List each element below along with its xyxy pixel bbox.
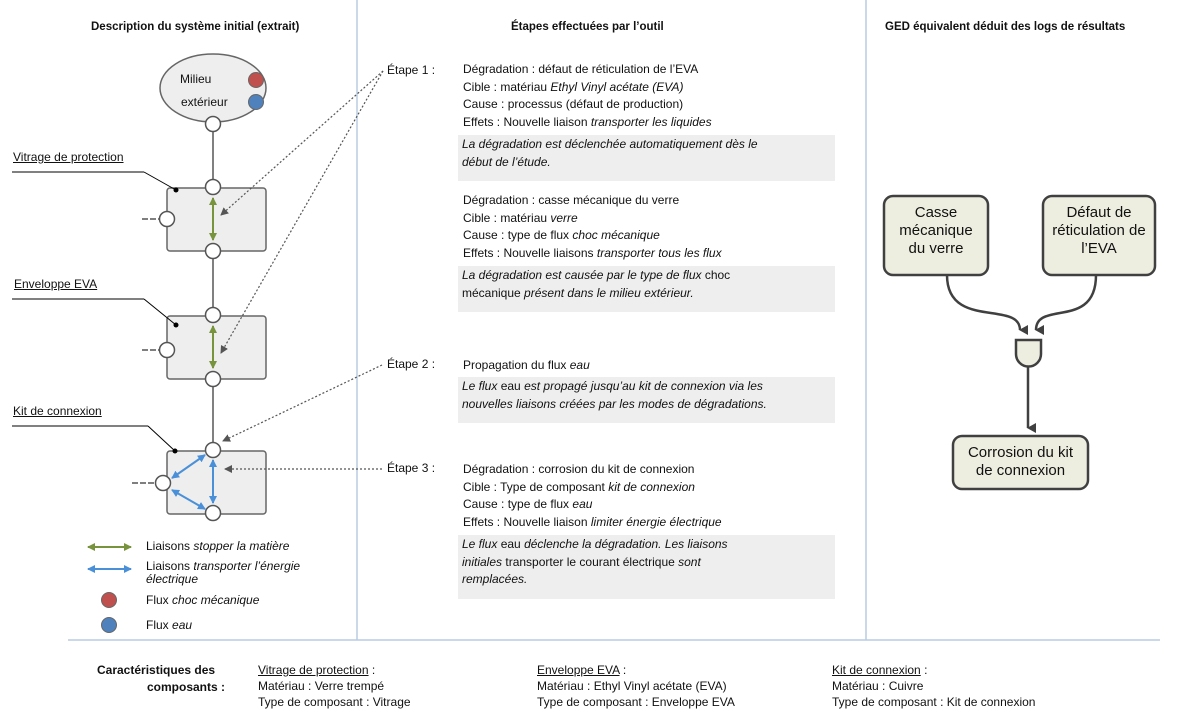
components-title-1: Caractéristiques des [97, 663, 216, 677]
step2-arrow [222, 364, 383, 442]
blue-link-1 [171, 454, 206, 479]
kit-component-box [166, 450, 267, 515]
step3-label: Étape 3 : [387, 461, 436, 475]
enveloppe-component-box [166, 315, 267, 380]
step3-note: Le flux eau déclenche la dégradation. Le… [458, 535, 835, 599]
flux-choc-mecanique-dot [248, 72, 264, 88]
step1-label: Étape 1 : [387, 63, 436, 77]
milieu-label-2: extérieur [181, 95, 228, 109]
header-right: GED équivalent déduit des logs de résult… [885, 21, 1126, 33]
milieu-label-1: Milieu [180, 72, 212, 86]
legend-red-text: Flux choc mécanique [146, 593, 260, 607]
step2-details: Propagation du flux eau [463, 358, 590, 372]
enveloppe-label: Enveloppe EVA [14, 277, 98, 291]
legend-blue-dot [101, 617, 117, 633]
component-enveloppe: Enveloppe EVA : Matériau : Ethyl Vinyl a… [537, 663, 735, 709]
step2-label: Étape 2 : [387, 357, 436, 371]
component-vitrage: Vitrage de protection : Matériau : Verre… [258, 663, 411, 709]
vitrage-label: Vitrage de protection [13, 150, 124, 164]
step1-note: La dégradation est déclenchée automatiqu… [458, 135, 835, 181]
ged-node-corrosion-text: Corrosion du kit de connexion [967, 444, 1074, 479]
step1-details-2: Dégradation : casse mécanique du verre C… [463, 193, 722, 260]
step1-arrow-vitrage [220, 70, 384, 216]
vitrage-component-box [166, 187, 267, 252]
legend-red-dot [101, 592, 117, 608]
flux-eau-dot [248, 94, 264, 110]
component-kit: Kit de connexion : Matériau : Cuivre Typ… [832, 663, 1036, 709]
ged-node-casse-text: Casse mécanique du verre [899, 204, 973, 257]
ged-node-corrosion [951, 434, 1090, 491]
header-middle: Étapes effectuées par l’outil [511, 21, 664, 33]
components-title-2: composants : [147, 680, 226, 694]
milieu-exterieur-node [159, 53, 267, 123]
blue-link-3 [171, 489, 206, 510]
and-gate [1014, 338, 1043, 368]
ged-node-defaut-text: Défaut de réticulation de l’EVA [1052, 204, 1146, 257]
kit-label: Kit de connexion [13, 404, 102, 418]
ged-node-casse [882, 194, 990, 277]
ged-node-defaut [1041, 194, 1157, 277]
step1-note-2: La dégradation est causée par le type de… [458, 266, 835, 312]
header-left: Description du système initial (extrait) [91, 21, 300, 33]
legend-eau-text: Flux eau [146, 618, 193, 632]
step1-details: Dégradation : défaut de réticulation de … [463, 62, 712, 129]
step3-details: Dégradation : corrosion du kit de connex… [463, 462, 722, 529]
step2-note: Le flux eau est propagé jusqu’au kit de … [458, 377, 835, 423]
legend-green-text: Liaisons stopper la matière [146, 539, 290, 553]
